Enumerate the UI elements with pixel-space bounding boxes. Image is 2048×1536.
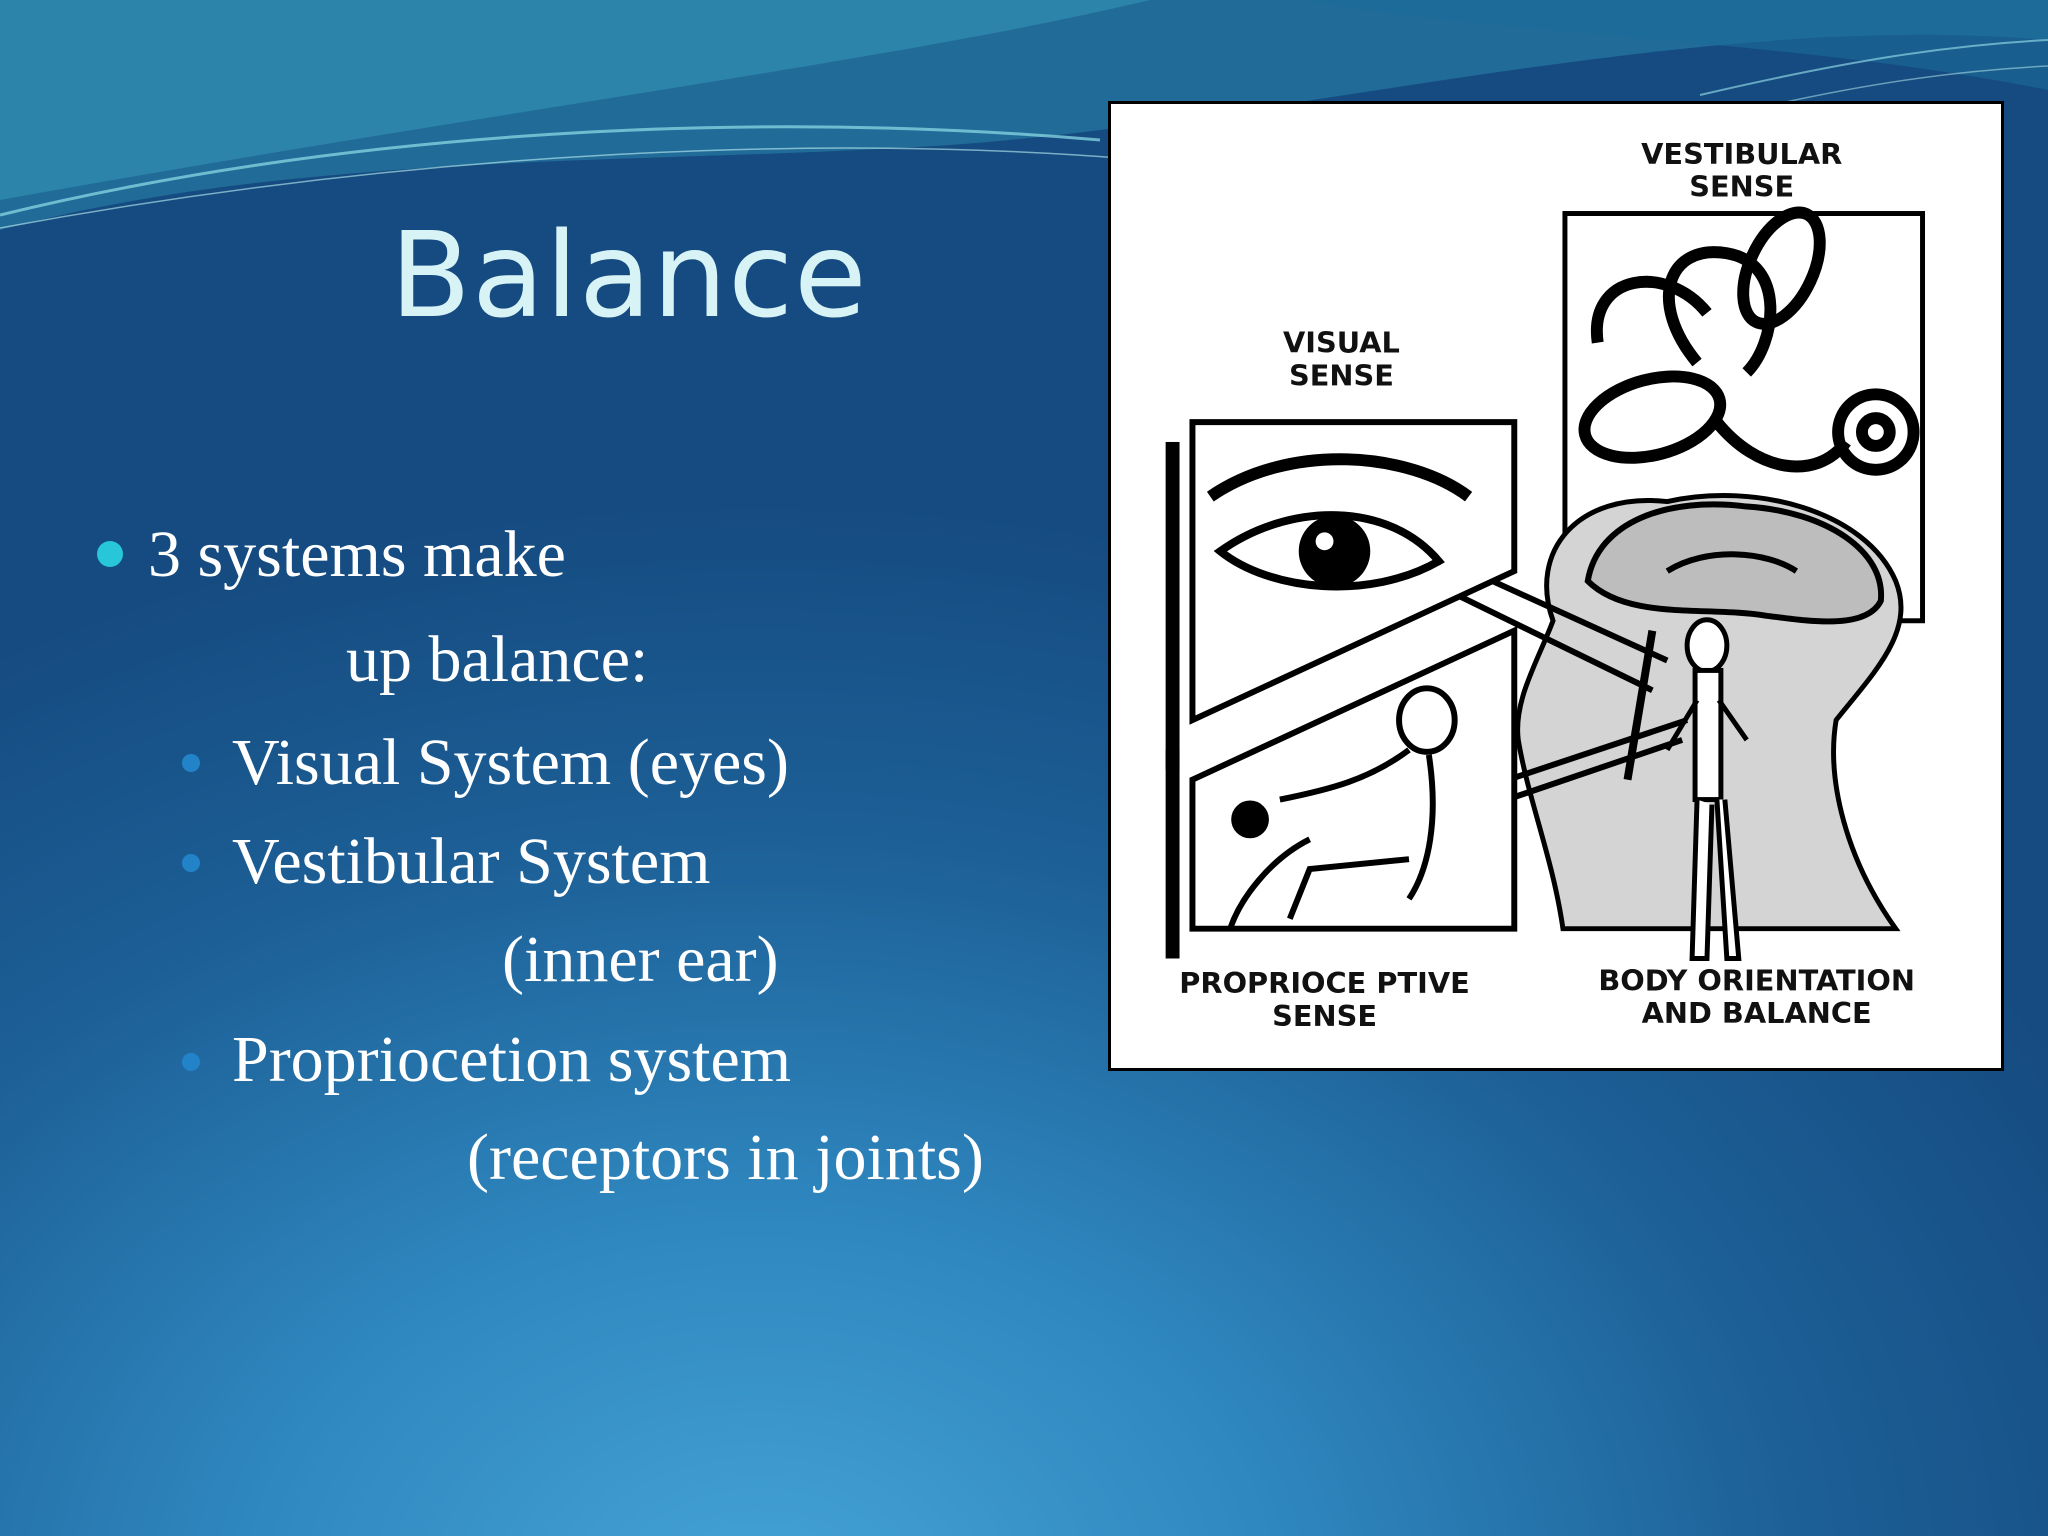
bullet-text: 3 systems make [148,518,566,591]
sub-bullet-text: Visual System (eyes) [232,726,789,799]
sub-bullet-continuation: (inner ear) [502,923,779,996]
visual-label: SENSE [1289,358,1394,392]
eye-icon [1206,453,1473,591]
sub-bullet-text: Propriocetion system [232,1023,792,1096]
header-waves [0,0,2048,230]
driver-icon [1227,685,1458,930]
visual-label: VISUAL [1283,326,1400,360]
standing-figure-icon [1665,617,1749,961]
slide-title: Balance [390,206,868,344]
bullet-list: 3 systems make up balance: Visual System… [97,518,984,1194]
proprioceptive-label: SENSE [1272,999,1377,1033]
proprioceptive-panel [1165,626,1518,959]
inner-ear-icon [1578,206,1920,476]
sub-bullet-text: Vestibular System [232,825,711,898]
sub-bullet-continuation: (receptors in joints) [467,1121,984,1194]
vestibular-label: SENSE [1689,170,1794,204]
figure-labels: VESTIBULAR SENSE VISUAL SENSE PROPRIOCE … [1179,137,1915,1033]
vestibular-label: VESTIBULAR [1641,137,1842,171]
balance-senses-illustration: VESTIBULAR SENSE VISUAL SENSE PROPRIOCE … [1108,101,2004,1071]
sub-bullet-dot [182,754,200,772]
proprioceptive-label: PROPRIOCE PTIVE [1179,966,1470,1000]
bullet-text-continuation: up balance: [346,623,649,696]
visual-panel [1165,419,1518,770]
sub-bullet-dot [182,854,200,872]
sub-bullet-dot [182,1053,200,1071]
illustration-drawing: VESTIBULAR SENSE VISUAL SENSE PROPRIOCE … [1165,137,1926,1033]
body-orientation-label: BODY ORIENTATION [1598,963,1915,997]
body-orientation-label: AND BALANCE [1642,996,1872,1030]
bullet-dot [97,541,123,567]
